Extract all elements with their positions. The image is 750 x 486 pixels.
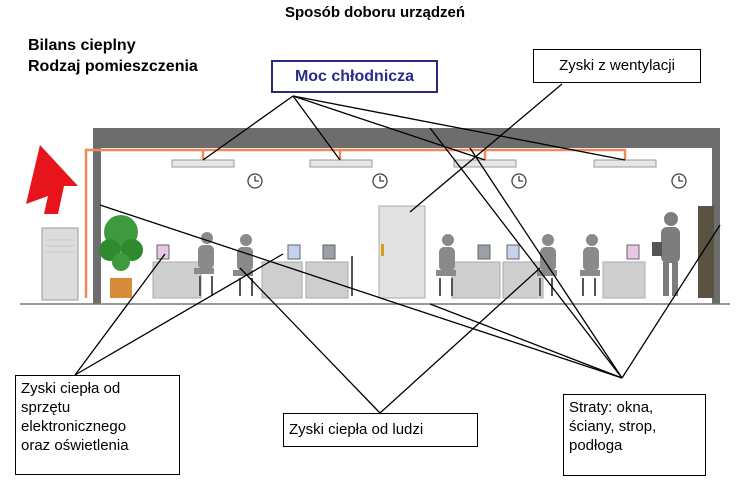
person-standing-icon [652,212,680,296]
subtitle: Bilans cieplny Rodzaj pomieszczenia [28,35,198,77]
people-seated [194,232,600,276]
cooling-power-box: Moc chłodnicza [271,60,438,93]
people-gains-box: Zyski ciepła od ludzi [283,413,478,447]
losses-line: Straty: okna, [569,399,654,416]
outdoor-unit [41,227,79,301]
losses-line: ściany, strop, [569,418,657,435]
ventilation-gains-box: Zyski z wentylacji [533,49,701,83]
ceiling-units [171,159,657,168]
desks-right [451,261,646,299]
heat-exhaust-arrow [26,145,78,214]
left-wall [93,128,101,304]
cabinet [698,206,714,298]
ventilation-gains-label: Zyski z wentylacji [559,57,675,74]
person-icon [436,234,456,276]
electronics-gains-line: Zyski ciepła od [21,380,121,397]
subtitle-line-1: Bilans cieplny [28,37,136,54]
monitors [156,244,640,260]
electronics-gains-line: sprzętu [21,399,71,416]
electronics-gains-line: oraz oświetlenia [21,437,129,454]
clock-icons [247,173,687,189]
person-icon [233,234,253,276]
subtitle-line-2: Rodzaj pomieszczenia [28,58,198,75]
person-icon [580,234,600,276]
diagram-title: Sposób doboru urządzeń [285,4,465,21]
clock-icon [372,173,388,189]
pointer-lines [74,83,721,414]
clock-icon [671,173,687,189]
refrigerant-duct [84,148,627,298]
clock-icon [247,173,263,189]
plant-icon [99,215,143,298]
indoor-unit [593,159,657,168]
electronics-gains-line: elektronicznego [21,418,127,435]
clock-icon [511,173,527,189]
indoor-unit [171,159,235,168]
door [378,205,426,299]
indoor-unit [453,159,517,168]
outdoor-unit-grille [46,239,74,253]
electronics-gains-box: Zyski ciepła od sprzętu elektronicznego … [15,375,180,475]
right-wall [712,128,720,304]
ceiling-slab [93,128,720,148]
cooling-power-label: Moc chłodnicza [294,68,415,85]
people-gains-label: Zyski ciepła od ludzi [289,421,424,438]
losses-line: podłoga [569,437,623,454]
losses-box: Straty: okna, ściany, strop, podłoga [563,394,706,476]
person-icon [537,234,557,276]
indoor-unit [309,159,373,168]
